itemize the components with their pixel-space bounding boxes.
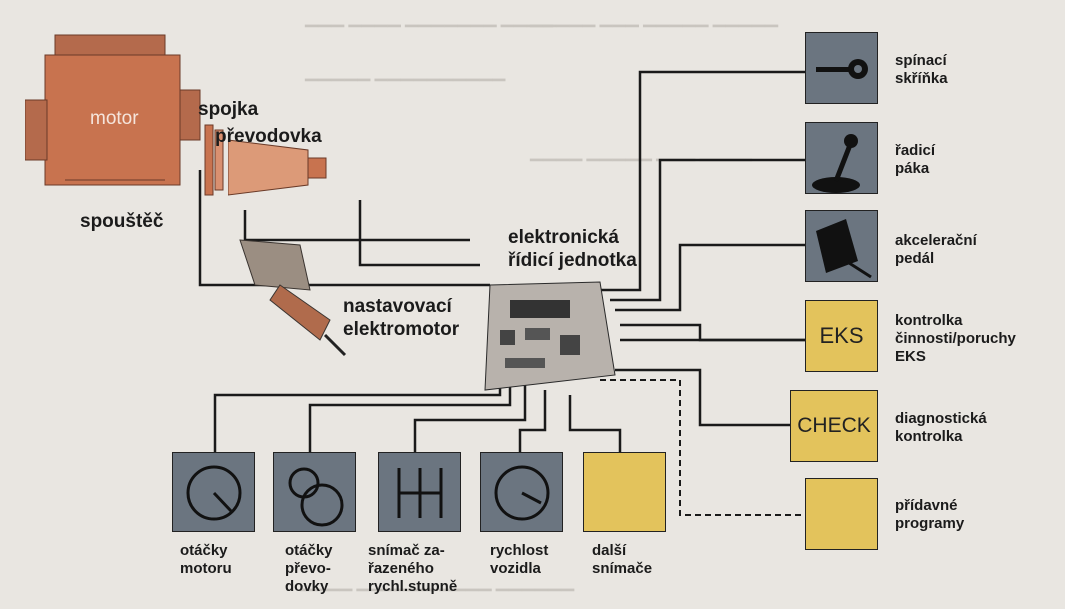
tachometer-icon	[173, 453, 256, 533]
clutch-label: spojka	[198, 98, 258, 121]
engine-speed-sensor-box	[172, 452, 255, 532]
other-sensors-box	[583, 452, 666, 532]
engine-label: motor	[90, 107, 139, 130]
key-icon	[806, 33, 879, 105]
gearbox-label: převodovka	[215, 125, 322, 148]
actuator-label-1: nastavovací	[343, 295, 452, 318]
ecu-illustration	[480, 280, 620, 395]
eks-indicator-box: EKS	[805, 300, 878, 372]
ecu-label-1: elektronická	[508, 226, 619, 249]
check-indicator-text: CHECK	[791, 391, 877, 461]
ecu-label-2: řídicí jednotka	[508, 249, 637, 272]
ignition-switch-box	[805, 32, 878, 104]
speedometer-icon	[481, 453, 564, 533]
gearbox-speed-sensor-box	[273, 452, 356, 532]
gear-sensor-icon	[274, 453, 357, 533]
eks-indicator-text: EKS	[806, 301, 877, 371]
check-indicator-box: CHECK	[790, 390, 878, 462]
actuator-illustration	[230, 230, 360, 370]
gear-pattern-icon	[379, 453, 462, 533]
starter-label: spouštěč	[80, 210, 163, 233]
gear-position-sensor-box	[378, 452, 461, 532]
pedal-icon	[806, 211, 879, 283]
extra-programs-box	[805, 478, 878, 550]
vehicle-speed-sensor-box	[480, 452, 563, 532]
gear-lever-box	[805, 122, 878, 194]
gear-lever-icon	[806, 123, 879, 195]
actuator-label-2: elektromotor	[343, 318, 459, 341]
accelerator-pedal-box	[805, 210, 878, 282]
